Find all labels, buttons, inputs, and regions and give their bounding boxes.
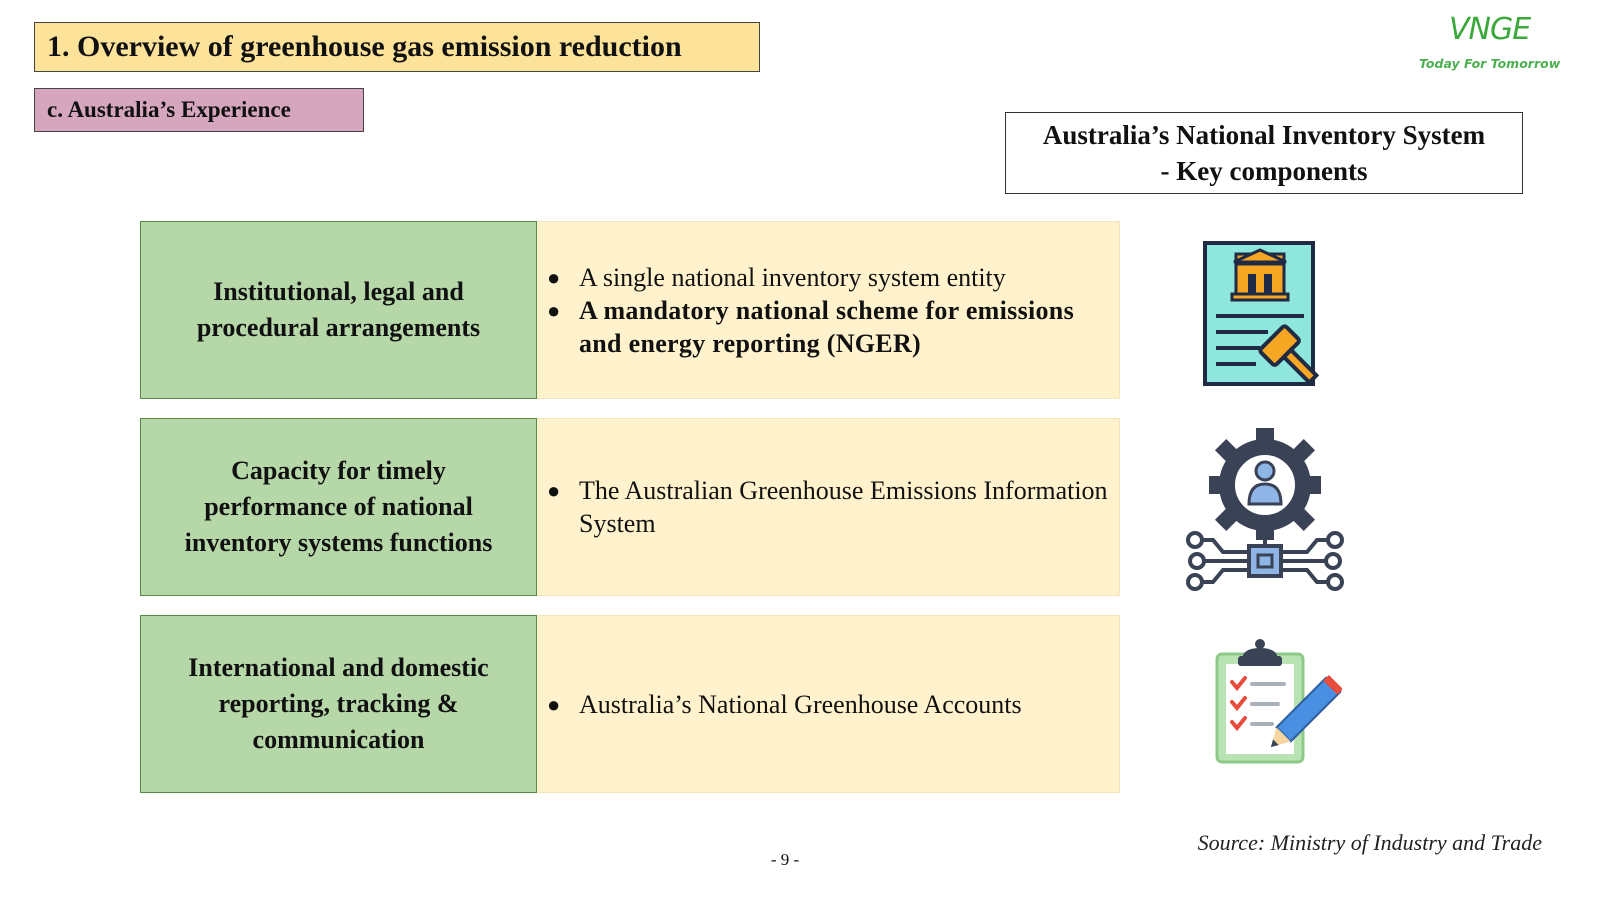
component-details: ●A single national inventory system enti… [537, 221, 1120, 399]
logo-tagline: Today For Tomorrow [1419, 56, 1561, 71]
bullet-item: ●Australia’s National Greenhouse Account… [547, 689, 1022, 719]
gear-network-person-icon [1186, 428, 1344, 591]
bullet-item: ●The Australian Greenhouse Emissions Inf… [547, 476, 1108, 538]
key-components-line1: Australia’s National Inventory System [1042, 120, 1486, 150]
clipboard-checklist-pencil-icon [1215, 639, 1342, 764]
legal-document-gavel-icon [1203, 241, 1320, 386]
key-components-box: Australia’s National Inventory System - … [1005, 112, 1523, 194]
bullet-item: ●A mandatory national scheme for emissio… [547, 295, 1074, 358]
logo-brand: VNGE [1449, 12, 1531, 47]
source-citation: Source: Ministry of Industry and Trade [1197, 830, 1542, 855]
component-label: International and domestic reporting, tr… [140, 615, 537, 793]
slide-title: 1. Overview of greenhouse gas emission r… [34, 22, 760, 72]
key-components-line2: - Key components [1160, 156, 1368, 186]
component-details: ●Australia’s National Greenhouse Account… [537, 615, 1120, 793]
component-label: Capacity for timely performance of natio… [140, 418, 537, 596]
vnge-logo: VNGE Today For Tomorrow [1415, 8, 1565, 78]
component-row-capacity: Capacity for timely performance of natio… [140, 418, 1120, 596]
page-number: - 9 - [770, 850, 800, 869]
component-row-reporting: International and domestic reporting, tr… [140, 615, 1120, 793]
component-row-institutional: Institutional, legal and procedural arra… [140, 221, 1120, 399]
section-subtitle: c. Australia’s Experience [34, 88, 364, 132]
bullet-item: ●A single national inventory system enti… [547, 262, 1006, 292]
component-details: ●The Australian Greenhouse Emissions Inf… [537, 418, 1120, 596]
component-label: Institutional, legal and procedural arra… [140, 221, 537, 399]
